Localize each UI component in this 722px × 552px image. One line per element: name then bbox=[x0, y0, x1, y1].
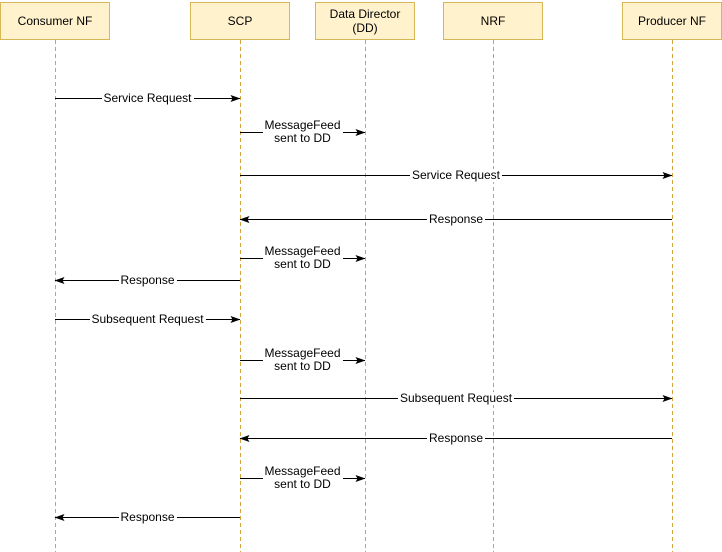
message-label-5: Response bbox=[118, 272, 177, 288]
message-label-6: Subsequent Request bbox=[89, 311, 206, 327]
message-label-1: MessageFeed sent to DD bbox=[262, 117, 343, 147]
actor-label-consumer-nf: Consumer NF bbox=[17, 13, 93, 28]
actor-box-producer-nf: Producer NF bbox=[622, 2, 722, 40]
message-label-11: Response bbox=[118, 509, 177, 525]
message-label-10: MessageFeed sent to DD bbox=[262, 463, 343, 493]
message-label-3: Response bbox=[426, 211, 486, 227]
actor-box-nrf: NRF bbox=[443, 2, 543, 40]
actor-label-data-director: Data Director (DD) bbox=[329, 6, 401, 35]
message-label-2: Service Request bbox=[409, 167, 503, 183]
actor-label-scp: SCP bbox=[227, 13, 253, 28]
message-label-9: Response bbox=[426, 430, 486, 446]
actor-label-nrf: NRF bbox=[480, 13, 506, 28]
actor-box-consumer-nf: Consumer NF bbox=[0, 2, 110, 40]
actor-box-scp: SCP bbox=[190, 2, 290, 40]
message-label-7: MessageFeed sent to DD bbox=[262, 345, 343, 375]
actor-label-producer-nf: Producer NF bbox=[637, 13, 707, 28]
message-label-8: Subsequent Request bbox=[397, 390, 515, 406]
actor-box-data-director: Data Director (DD) bbox=[315, 2, 415, 40]
message-label-4: MessageFeed sent to DD bbox=[262, 243, 343, 273]
message-label-0: Service Request bbox=[101, 90, 194, 106]
